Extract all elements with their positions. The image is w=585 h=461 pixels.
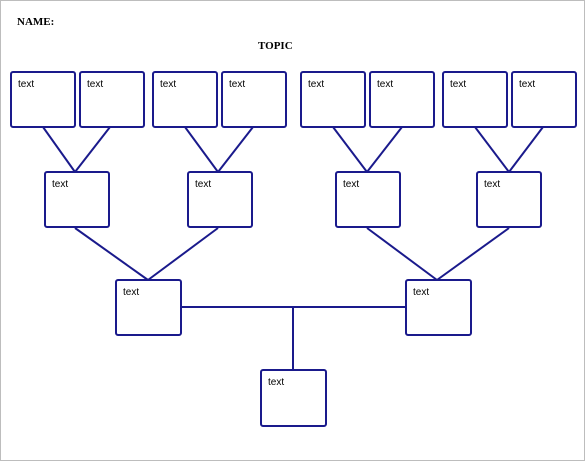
tree-node-third-1: text xyxy=(115,279,182,336)
connector-line xyxy=(74,227,149,281)
connector-line xyxy=(217,126,254,173)
node-text: text xyxy=(18,79,35,90)
node-text: text xyxy=(519,79,536,90)
tree-node-second-3: text xyxy=(335,171,401,228)
node-text: text xyxy=(308,79,325,90)
connector-line xyxy=(508,126,544,173)
tree-node-root: text xyxy=(260,369,327,427)
tree-node-second-1: text xyxy=(44,171,110,228)
tree-node-top-2: text xyxy=(79,71,145,128)
topic-label: TOPIC xyxy=(258,40,293,52)
tree-node-top-8: text xyxy=(511,71,577,128)
connector-line xyxy=(366,227,438,281)
connector-line xyxy=(332,126,368,173)
tree-node-top-5: text xyxy=(300,71,366,128)
connector-line xyxy=(366,126,403,173)
tree-node-second-4: text xyxy=(476,171,542,228)
node-text: text xyxy=(160,79,177,90)
node-text: text xyxy=(377,79,394,90)
connector-line xyxy=(147,227,219,281)
tree-node-top-4: text xyxy=(221,71,287,128)
tree-node-third-2: text xyxy=(405,279,472,336)
node-text: text xyxy=(413,287,430,298)
node-text: text xyxy=(229,79,246,90)
connector-line xyxy=(474,126,510,173)
connector-line xyxy=(184,126,219,173)
tree-node-top-3: text xyxy=(152,71,218,128)
tree-node-second-2: text xyxy=(187,171,253,228)
node-text: text xyxy=(450,79,467,90)
node-text: text xyxy=(484,179,501,190)
name-label: NAME: xyxy=(17,16,55,28)
tree-node-top-6: text xyxy=(369,71,435,128)
node-text: text xyxy=(123,287,140,298)
node-text: text xyxy=(343,179,360,190)
node-text: text xyxy=(268,377,285,388)
connector-line xyxy=(74,126,111,173)
node-text: text xyxy=(87,79,104,90)
connector-line xyxy=(42,126,76,173)
tree-node-top-1: text xyxy=(10,71,76,128)
connector-line xyxy=(436,227,510,281)
node-text: text xyxy=(52,179,69,190)
node-text: text xyxy=(195,179,212,190)
tree-node-top-7: text xyxy=(442,71,508,128)
